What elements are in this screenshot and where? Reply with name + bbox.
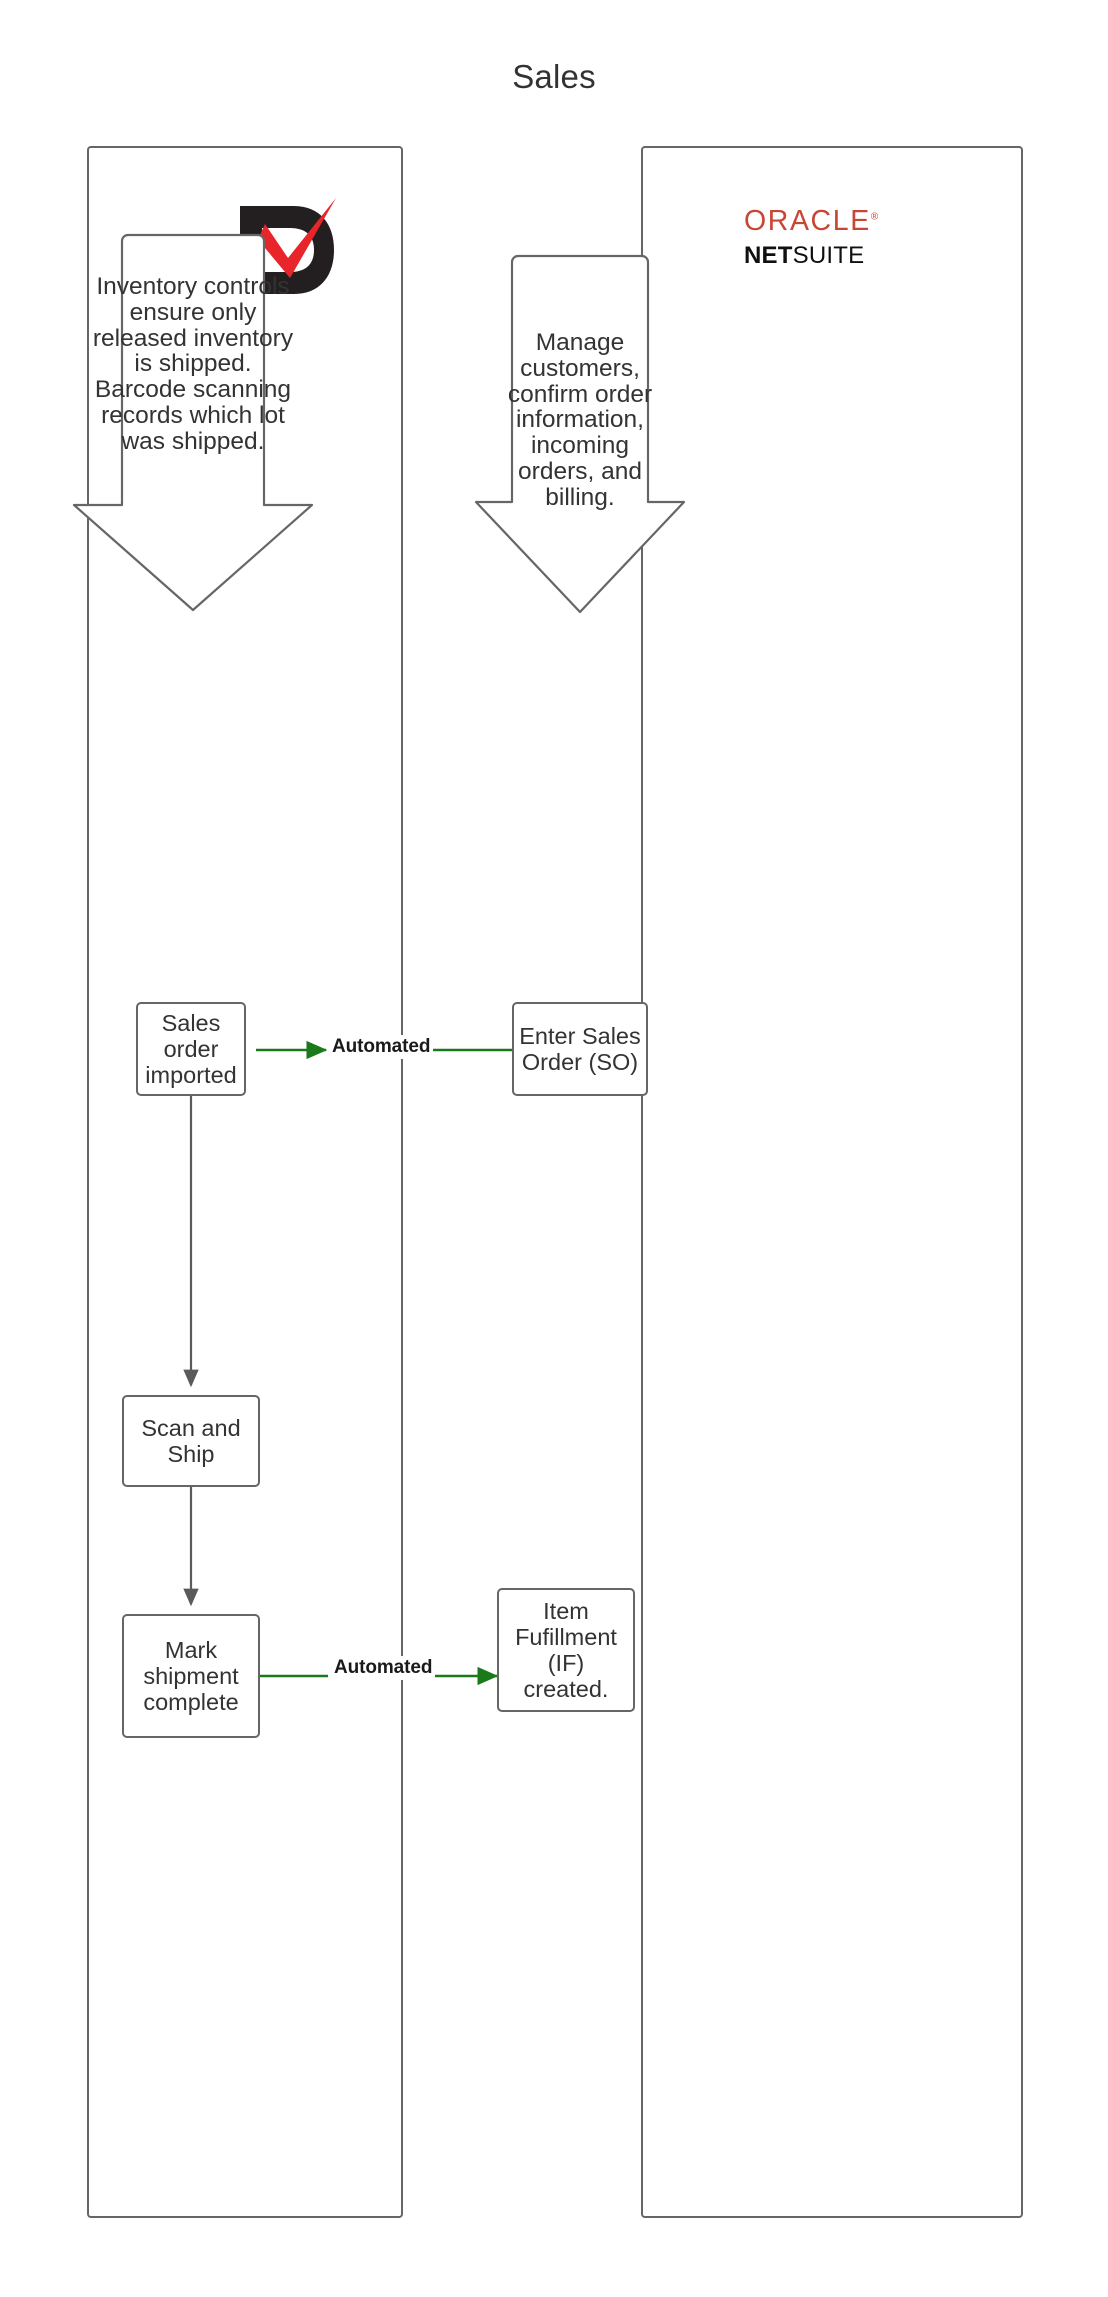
connector-label-automated-fulfillment: Automated: [331, 1656, 436, 1680]
callout-arrow-netsuite: Manage customers, confirm order informat…: [470, 250, 690, 618]
process-box-item-fulfillment-created[interactable]: Item Fufillment (IF) created.: [497, 1588, 635, 1712]
netsuite-wordmark: NETSUITE: [744, 241, 865, 269]
process-box-scan-and-ship[interactable]: Scan and Ship: [122, 1395, 260, 1487]
process-box-sales-order-imported[interactable]: Sales order imported: [136, 1002, 246, 1096]
process-box-enter-sales-order[interactable]: Enter Sales Order (SO): [512, 1002, 648, 1096]
swimlane-netsuite: [641, 146, 1023, 2218]
callout-text-netsuite: Manage customers, confirm order informat…: [507, 329, 653, 511]
callout-text-deacom: Inventory controls ensure only released …: [92, 273, 294, 455]
oracle-netsuite-logo: ORACLE® NETSUITE: [744, 207, 924, 287]
connector-label-automated-import: Automated: [329, 1035, 434, 1059]
registered-trademark-icon: ®: [870, 211, 879, 223]
process-box-mark-shipment-complete[interactable]: Mark shipment complete: [122, 1614, 260, 1738]
oracle-wordmark: ORACLE®: [744, 205, 879, 237]
page-title: Sales: [512, 58, 596, 95]
callout-arrow-deacom: Inventory controls ensure only released …: [68, 229, 318, 616]
